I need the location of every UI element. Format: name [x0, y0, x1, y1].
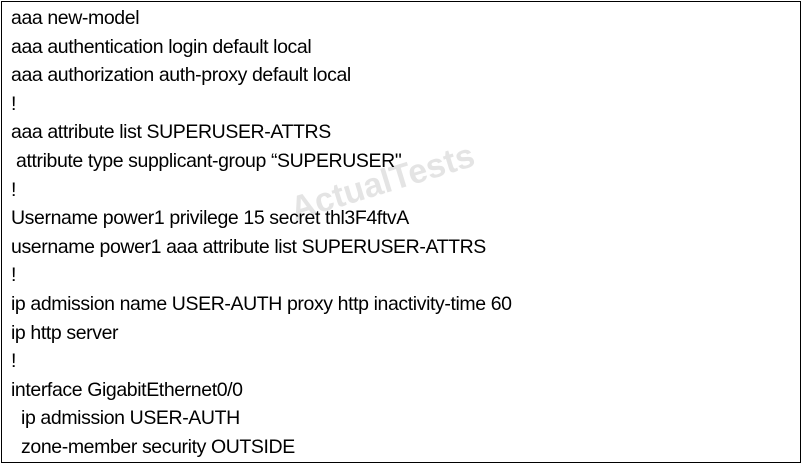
config-line: aaa authentication login default local — [11, 35, 312, 58]
config-line: ! — [11, 92, 17, 115]
config-listing: aaa new-model aaa authentication login d… — [11, 4, 512, 462]
config-line: aaa attribute list SUPERUSER-ATTRS — [11, 121, 331, 144]
config-line: username power1 aaa attribute list SUPER… — [11, 235, 486, 258]
config-line: interface GigabitEthernet0/0 — [11, 378, 243, 401]
config-line: ! — [11, 264, 17, 287]
config-line: ! — [11, 178, 17, 201]
config-line: ! — [11, 350, 17, 373]
config-line: aaa new-model — [11, 7, 140, 29]
config-line: ip admission USER-AUTH — [11, 407, 240, 430]
config-line: Username power1 privilege 15 secret thl3… — [11, 207, 409, 230]
config-line: attribute type supplicant-group “SUPERUS… — [11, 149, 402, 172]
config-line: aaa authorization auth-proxy default loc… — [11, 64, 351, 87]
config-line: ip http server — [11, 321, 119, 344]
config-line: ip admission name USER-AUTH proxy http i… — [11, 292, 512, 315]
config-line: zone-member security OUTSIDE — [11, 435, 295, 458]
